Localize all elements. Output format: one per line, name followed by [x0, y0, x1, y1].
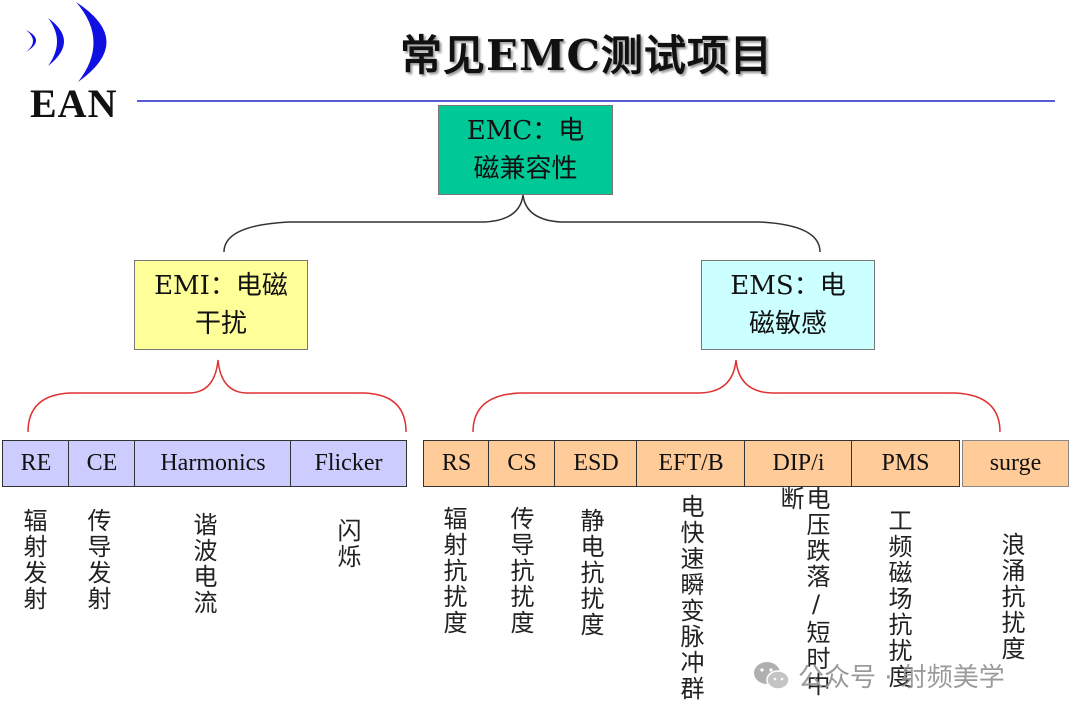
test-cell-surge: surge	[962, 440, 1069, 487]
test-cell-flicker: Flicker	[290, 440, 407, 487]
node-ems: EMS：电 磁敏感	[701, 260, 875, 350]
test-cell-dip: DIP/i	[744, 440, 853, 487]
desc-rs: 辐射抗扰度	[439, 506, 467, 636]
test-cell-re: RE	[2, 440, 70, 487]
test-cell-pms: PMS	[851, 440, 960, 487]
page-title: 常见EMC测试项目	[400, 31, 773, 80]
desc-ce: 传导发射	[83, 508, 111, 612]
watermark-text: 公众号 · 射频美学	[798, 663, 1005, 693]
node-emc: EMC：电 磁兼容性	[438, 105, 613, 195]
node-emi: EMI：电磁 干扰	[134, 260, 308, 350]
node-emc-line2: 磁兼容性	[473, 154, 578, 184]
test-cell-ce: CE	[68, 440, 136, 487]
test-cell-eft: EFT/B	[636, 440, 746, 487]
node-ems-line1: EMS：电	[730, 271, 846, 301]
node-emc-line1: EMC：电	[466, 116, 585, 146]
desc-eft: 电快速瞬变脉冲群	[676, 494, 704, 702]
logo-text: EAN	[30, 81, 118, 126]
node-emi-line2: 干扰	[194, 309, 247, 339]
test-cell-cs: CS	[488, 440, 556, 487]
watermark: 公众号 · 射频美学	[752, 657, 1005, 694]
title-divider	[137, 100, 1055, 102]
desc-dip: 电压跌落/短时中断	[776, 486, 830, 698]
bracket-ems	[472, 359, 1001, 433]
desc-harmonics: 谐波电流	[189, 512, 217, 616]
node-emi-line1: EMI：电磁	[154, 271, 288, 301]
desc-cs: 传导抗扰度	[506, 506, 534, 636]
test-cell-esd: ESD	[554, 440, 638, 487]
desc-surge: 浪涌抗扰度	[997, 532, 1025, 662]
ean-logo-icon	[26, 2, 107, 82]
desc-re: 辐射发射	[19, 508, 47, 612]
bracket-emi	[27, 359, 407, 433]
desc-esd: 静电抗扰度	[576, 508, 604, 638]
test-cell-harmonics: Harmonics	[134, 440, 292, 487]
desc-flicker: 闪烁	[333, 518, 361, 570]
node-ems-line2: 磁敏感	[748, 309, 827, 339]
desc-pms: 工频磁场抗扰度	[884, 508, 912, 690]
wechat-icon	[754, 661, 790, 690]
bracket-emc	[223, 194, 821, 253]
test-cell-rs: RS	[423, 440, 490, 487]
